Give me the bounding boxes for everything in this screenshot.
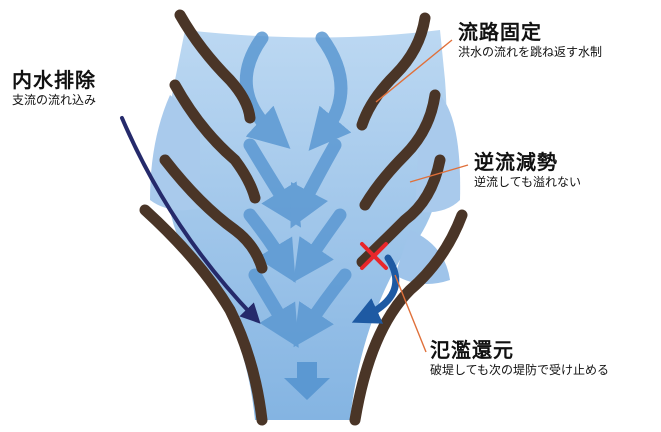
label-overflow-return: 氾濫還元 破堤しても次の堤防で受け止める [430, 338, 609, 378]
channel-fixing-title: 流路固定 [458, 20, 602, 44]
overflow-return-subtitle: 破堤しても次の堤防で受け止める [430, 362, 609, 378]
backflow-reduction-title: 逆流減勢 [474, 150, 581, 174]
label-inner-drainage: 内水排除 支流の流れ込み [12, 68, 96, 108]
inner-drainage-subtitle: 支流の流れ込み [12, 92, 96, 108]
backflow-reduction-subtitle: 逆流しても溢れない [474, 174, 581, 190]
channel-fixing-subtitle: 洪水の流れを跳ね返す水制 [458, 44, 602, 60]
overflow-return-title: 氾濫還元 [430, 338, 609, 362]
label-backflow-reduction: 逆流減勢 逆流しても溢れない [474, 150, 581, 190]
inner-drainage-title: 内水排除 [12, 68, 96, 92]
label-channel-fixing: 流路固定 洪水の流れを跳ね返す水制 [458, 20, 602, 60]
